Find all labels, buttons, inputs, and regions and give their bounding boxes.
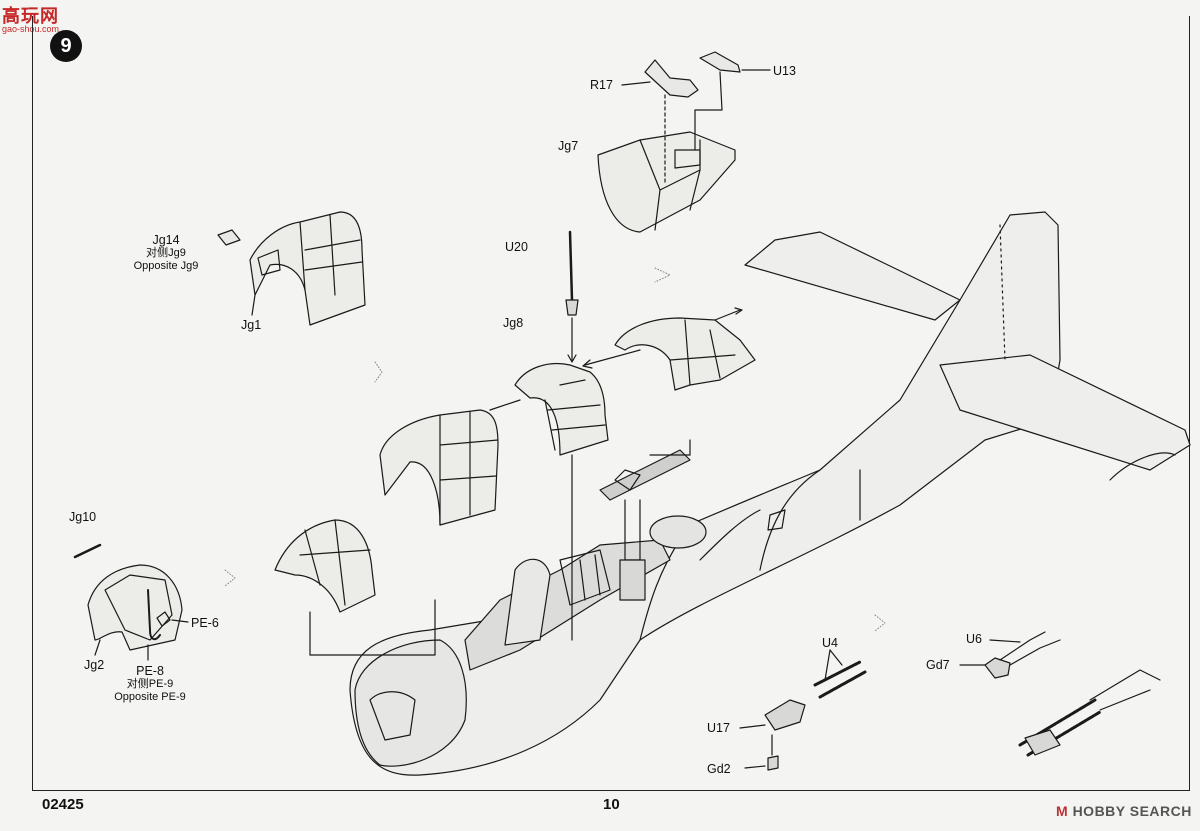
label-pe6: PE-6	[191, 616, 219, 630]
canopy-jg8	[514, 362, 609, 641]
part-u13	[694, 51, 771, 151]
kit-code: 02425	[42, 796, 84, 813]
label-jg7: Jg7	[558, 139, 579, 153]
armor-jg2	[73, 543, 189, 661]
label-jg1: Jg1	[241, 318, 262, 332]
label-gd2: Gd2	[707, 762, 731, 776]
label-gd7: Gd7	[926, 658, 950, 672]
watermark-brand: HOBBY SEARCH	[1072, 803, 1192, 819]
label-u20: U20	[505, 240, 528, 254]
gun-assembled	[1018, 669, 1161, 757]
label-jg14-opposite-cn: 对侧Jg9	[146, 247, 186, 259]
watermark-hobbysearch: M HOBBY SEARCH	[1056, 803, 1192, 819]
antenna-u20	[565, 230, 579, 363]
label-r17: R17	[590, 78, 613, 92]
label-u6: U6	[966, 632, 982, 646]
label-jg2: Jg2	[84, 658, 105, 672]
step-frame	[32, 16, 1190, 791]
watermark-mark: M	[1056, 803, 1069, 819]
step-number-badge: 9	[50, 30, 82, 62]
watermark-logo: 高玩网	[2, 6, 59, 26]
rear-gun	[599, 439, 691, 601]
windscreen	[274, 519, 436, 656]
label-pe8-opposite-cn: 对侧PE-9	[126, 678, 174, 690]
part-r17	[621, 59, 699, 186]
gun-u6	[959, 631, 1061, 679]
gun-u4	[739, 649, 867, 771]
direction-arrows	[224, 267, 886, 632]
label-pe8: PE-8	[136, 664, 164, 678]
label-jg10: Jg10	[69, 510, 97, 524]
label-u4: U4	[822, 636, 838, 650]
canopy-rear	[582, 307, 756, 391]
label-u17: U17	[707, 721, 730, 735]
canopy-jg1	[217, 211, 366, 326]
label-u13: U13	[773, 64, 796, 78]
page-number: 10	[603, 796, 620, 813]
fuselage	[349, 211, 1191, 776]
canopy-front	[379, 399, 521, 526]
label-pe8-opposite-en: Opposite PE-9	[114, 691, 186, 703]
label-jg8: Jg8	[503, 316, 524, 330]
watermark-url: gao-shou.com	[2, 24, 60, 34]
label-jg14: Jg14	[152, 233, 180, 247]
label-jg14-opposite-en: Opposite Jg9	[133, 260, 199, 272]
canopy-jg7	[597, 131, 736, 233]
